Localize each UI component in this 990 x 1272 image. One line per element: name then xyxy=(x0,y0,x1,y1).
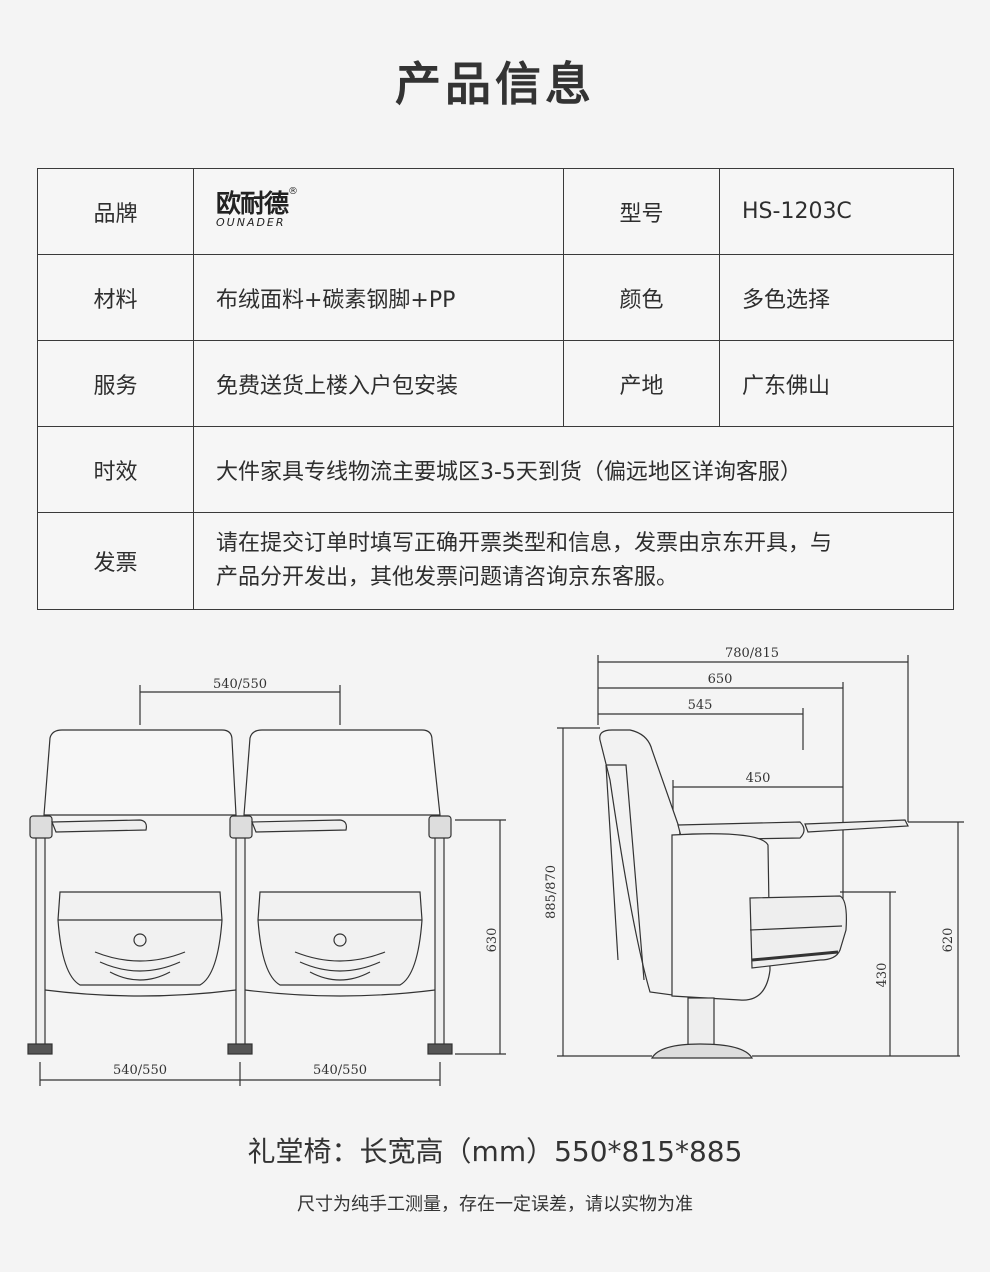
chair-dimension-drawing: 540/550 540/550 540/550 630 780/815 650 … xyxy=(27,646,964,1086)
registered-mark: ® xyxy=(288,186,299,197)
side-seat-height-label: 430 xyxy=(875,963,890,988)
side-total-depth-label: 780/815 xyxy=(725,646,779,661)
color-value: 多色选择 xyxy=(719,254,954,341)
table-row: 材料 布绒面料+碳素钢脚+PP 颜色 多色选择 xyxy=(37,254,954,341)
brand-logo-cn: 欧耐德 xyxy=(216,189,289,218)
brand-label: 品牌 xyxy=(37,168,194,255)
material-value: 布绒面料+碳素钢脚+PP xyxy=(193,254,564,341)
side-total-height-label: 885/870 xyxy=(544,865,559,919)
side-view xyxy=(557,655,964,1059)
side-seat-depth-label: 450 xyxy=(746,771,771,786)
table-row: 品牌 欧耐德 OUNADER ® 型号 HS-1203C xyxy=(37,168,954,255)
brand-logo-cell: 欧耐德 OUNADER ® xyxy=(193,168,564,255)
model-value: HS-1203C xyxy=(719,168,954,255)
front-view xyxy=(27,685,506,1086)
measurement-note: 尺寸为纯手工测量，存在一定误差，请以实物为准 xyxy=(297,1194,693,1215)
table-row: 服务 免费送货上楼入户包安装 产地 广东佛山 xyxy=(37,340,954,427)
service-value: 免费送货上楼入户包安装 xyxy=(193,340,564,427)
brand-logo-en: OUNADER xyxy=(216,216,286,229)
color-label: 颜色 xyxy=(563,254,720,341)
brand-logo: 欧耐德 OUNADER ® xyxy=(216,187,298,229)
side-depth-545-label: 545 xyxy=(688,698,713,713)
spec-table: 品牌 欧耐德 OUNADER ® 型号 HS-1203C 材料 布绒面料+碳素钢… xyxy=(37,168,954,610)
delivery-value: 大件家具专线物流主要城区3-5天到货（偏远地区详询客服） xyxy=(193,426,954,513)
front-armrest-height-label: 630 xyxy=(485,928,500,953)
front-bottom-left-label: 540/550 xyxy=(113,1063,167,1078)
side-depth-650-label: 650 xyxy=(708,672,733,687)
invoice-line-2: 产品分开发出，其他发票问题请咨询京东客服。 xyxy=(216,565,679,590)
invoice-line-1: 请在提交订单时填写正确开票类型和信息，发票由京东开具，与 xyxy=(216,531,833,556)
side-arm-height-label: 620 xyxy=(941,928,956,953)
model-label: 型号 xyxy=(563,168,720,255)
material-label: 材料 xyxy=(37,254,194,341)
page-title: 产品信息 xyxy=(395,57,595,111)
dimension-caption: 礼堂椅：长宽高（mm）550*815*885 xyxy=(247,1135,743,1168)
origin-label: 产地 xyxy=(563,340,720,427)
delivery-label: 时效 xyxy=(37,426,194,513)
front-top-width-label: 540/550 xyxy=(213,677,267,692)
table-row: 发票 请在提交订单时填写正确开票类型和信息，发票由京东开具，与 产品分开发出，其… xyxy=(37,512,954,610)
invoice-label: 发票 xyxy=(37,512,194,610)
table-row: 时效 大件家具专线物流主要城区3-5天到货（偏远地区详询客服） xyxy=(37,426,954,513)
service-label: 服务 xyxy=(37,340,194,427)
front-bottom-right-label: 540/550 xyxy=(313,1063,367,1078)
origin-value: 广东佛山 xyxy=(719,340,954,427)
invoice-value: 请在提交订单时填写正确开票类型和信息，发票由京东开具，与 产品分开发出，其他发票… xyxy=(193,512,954,610)
